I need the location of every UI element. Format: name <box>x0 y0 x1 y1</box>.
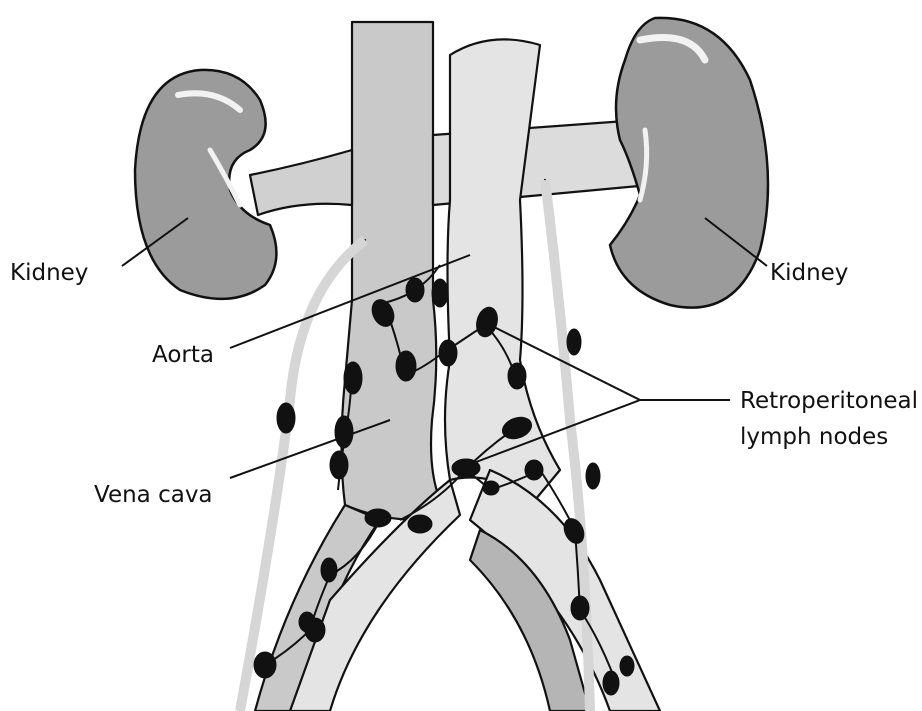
label-kidney-left: Kidney <box>10 260 88 286</box>
label-aorta: Aorta <box>152 342 214 368</box>
label-kidney-right: Kidney <box>770 260 848 286</box>
label-vena-cava: Vena cava <box>94 482 213 508</box>
right-kidney <box>610 18 768 308</box>
label-lymph-nodes: lymph nodes <box>740 424 888 450</box>
label-retroperitoneal: Retroperitoneal <box>740 388 918 414</box>
